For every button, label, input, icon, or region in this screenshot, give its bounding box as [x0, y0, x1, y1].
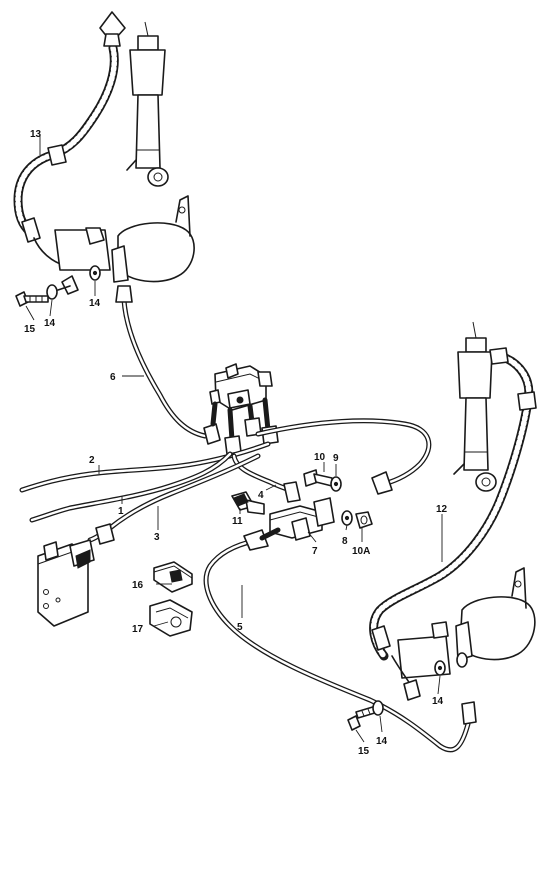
callout-9: 9 [333, 453, 339, 464]
callout-7: 7 [312, 546, 318, 557]
callout-10: 10 [314, 452, 326, 463]
clip-17 [149, 599, 193, 637]
callout-5: 5 [237, 622, 243, 633]
brake-line-1 [29, 451, 233, 523]
brake-line-3 [87, 453, 261, 545]
callout-1: 1 [118, 506, 124, 517]
callout-10a: 10A [352, 546, 370, 557]
callout-3: 3 [154, 532, 160, 543]
central-valve-body [209, 363, 273, 411]
leader-lines [25, 135, 443, 743]
callout-14-upper-a: 14 [44, 318, 56, 329]
lower-right-hose-12 [369, 347, 537, 661]
bolt-10-washer-9 [303, 469, 342, 492]
callout-12: 12 [436, 504, 448, 515]
lower-right-bolt-15-washer-14 [347, 700, 384, 731]
callout-14-lower-a: 14 [432, 696, 444, 707]
callout-15-upper: 15 [24, 324, 36, 335]
callout-2: 2 [89, 455, 95, 466]
callout-15-lower: 15 [358, 746, 370, 757]
left-valve-block [37, 539, 95, 627]
callout-17: 17 [132, 624, 144, 635]
lower-right-shock-absorber [453, 321, 497, 492]
lower-right-brake-unit [391, 567, 536, 701]
washer-8-nut-10a [341, 510, 373, 529]
upper-left-bolt-15-washer-14 [15, 265, 101, 307]
callout-6: 6 [110, 372, 116, 383]
upper-left-brake-unit [33, 195, 195, 295]
brake-line-5 [203, 527, 477, 753]
callout-14-lower-b: 14 [376, 736, 388, 747]
callout-4: 4 [258, 490, 264, 501]
brake-line-6 [115, 285, 221, 445]
t-piece-distributor [231, 491, 335, 541]
clip-16 [153, 561, 193, 593]
callout-16: 16 [132, 580, 144, 591]
upper-left-hose-13 [13, 11, 126, 243]
upper-left-shock-absorber [126, 21, 169, 187]
callout-labels: 13 6 2 1 3 4 7 8 9 10 10A 11 5 12 16 17 … [24, 129, 448, 757]
callout-14-upper-b: 14 [89, 298, 101, 309]
callout-11: 11 [232, 516, 243, 527]
callout-8: 8 [342, 536, 348, 547]
callout-13: 13 [30, 129, 42, 140]
